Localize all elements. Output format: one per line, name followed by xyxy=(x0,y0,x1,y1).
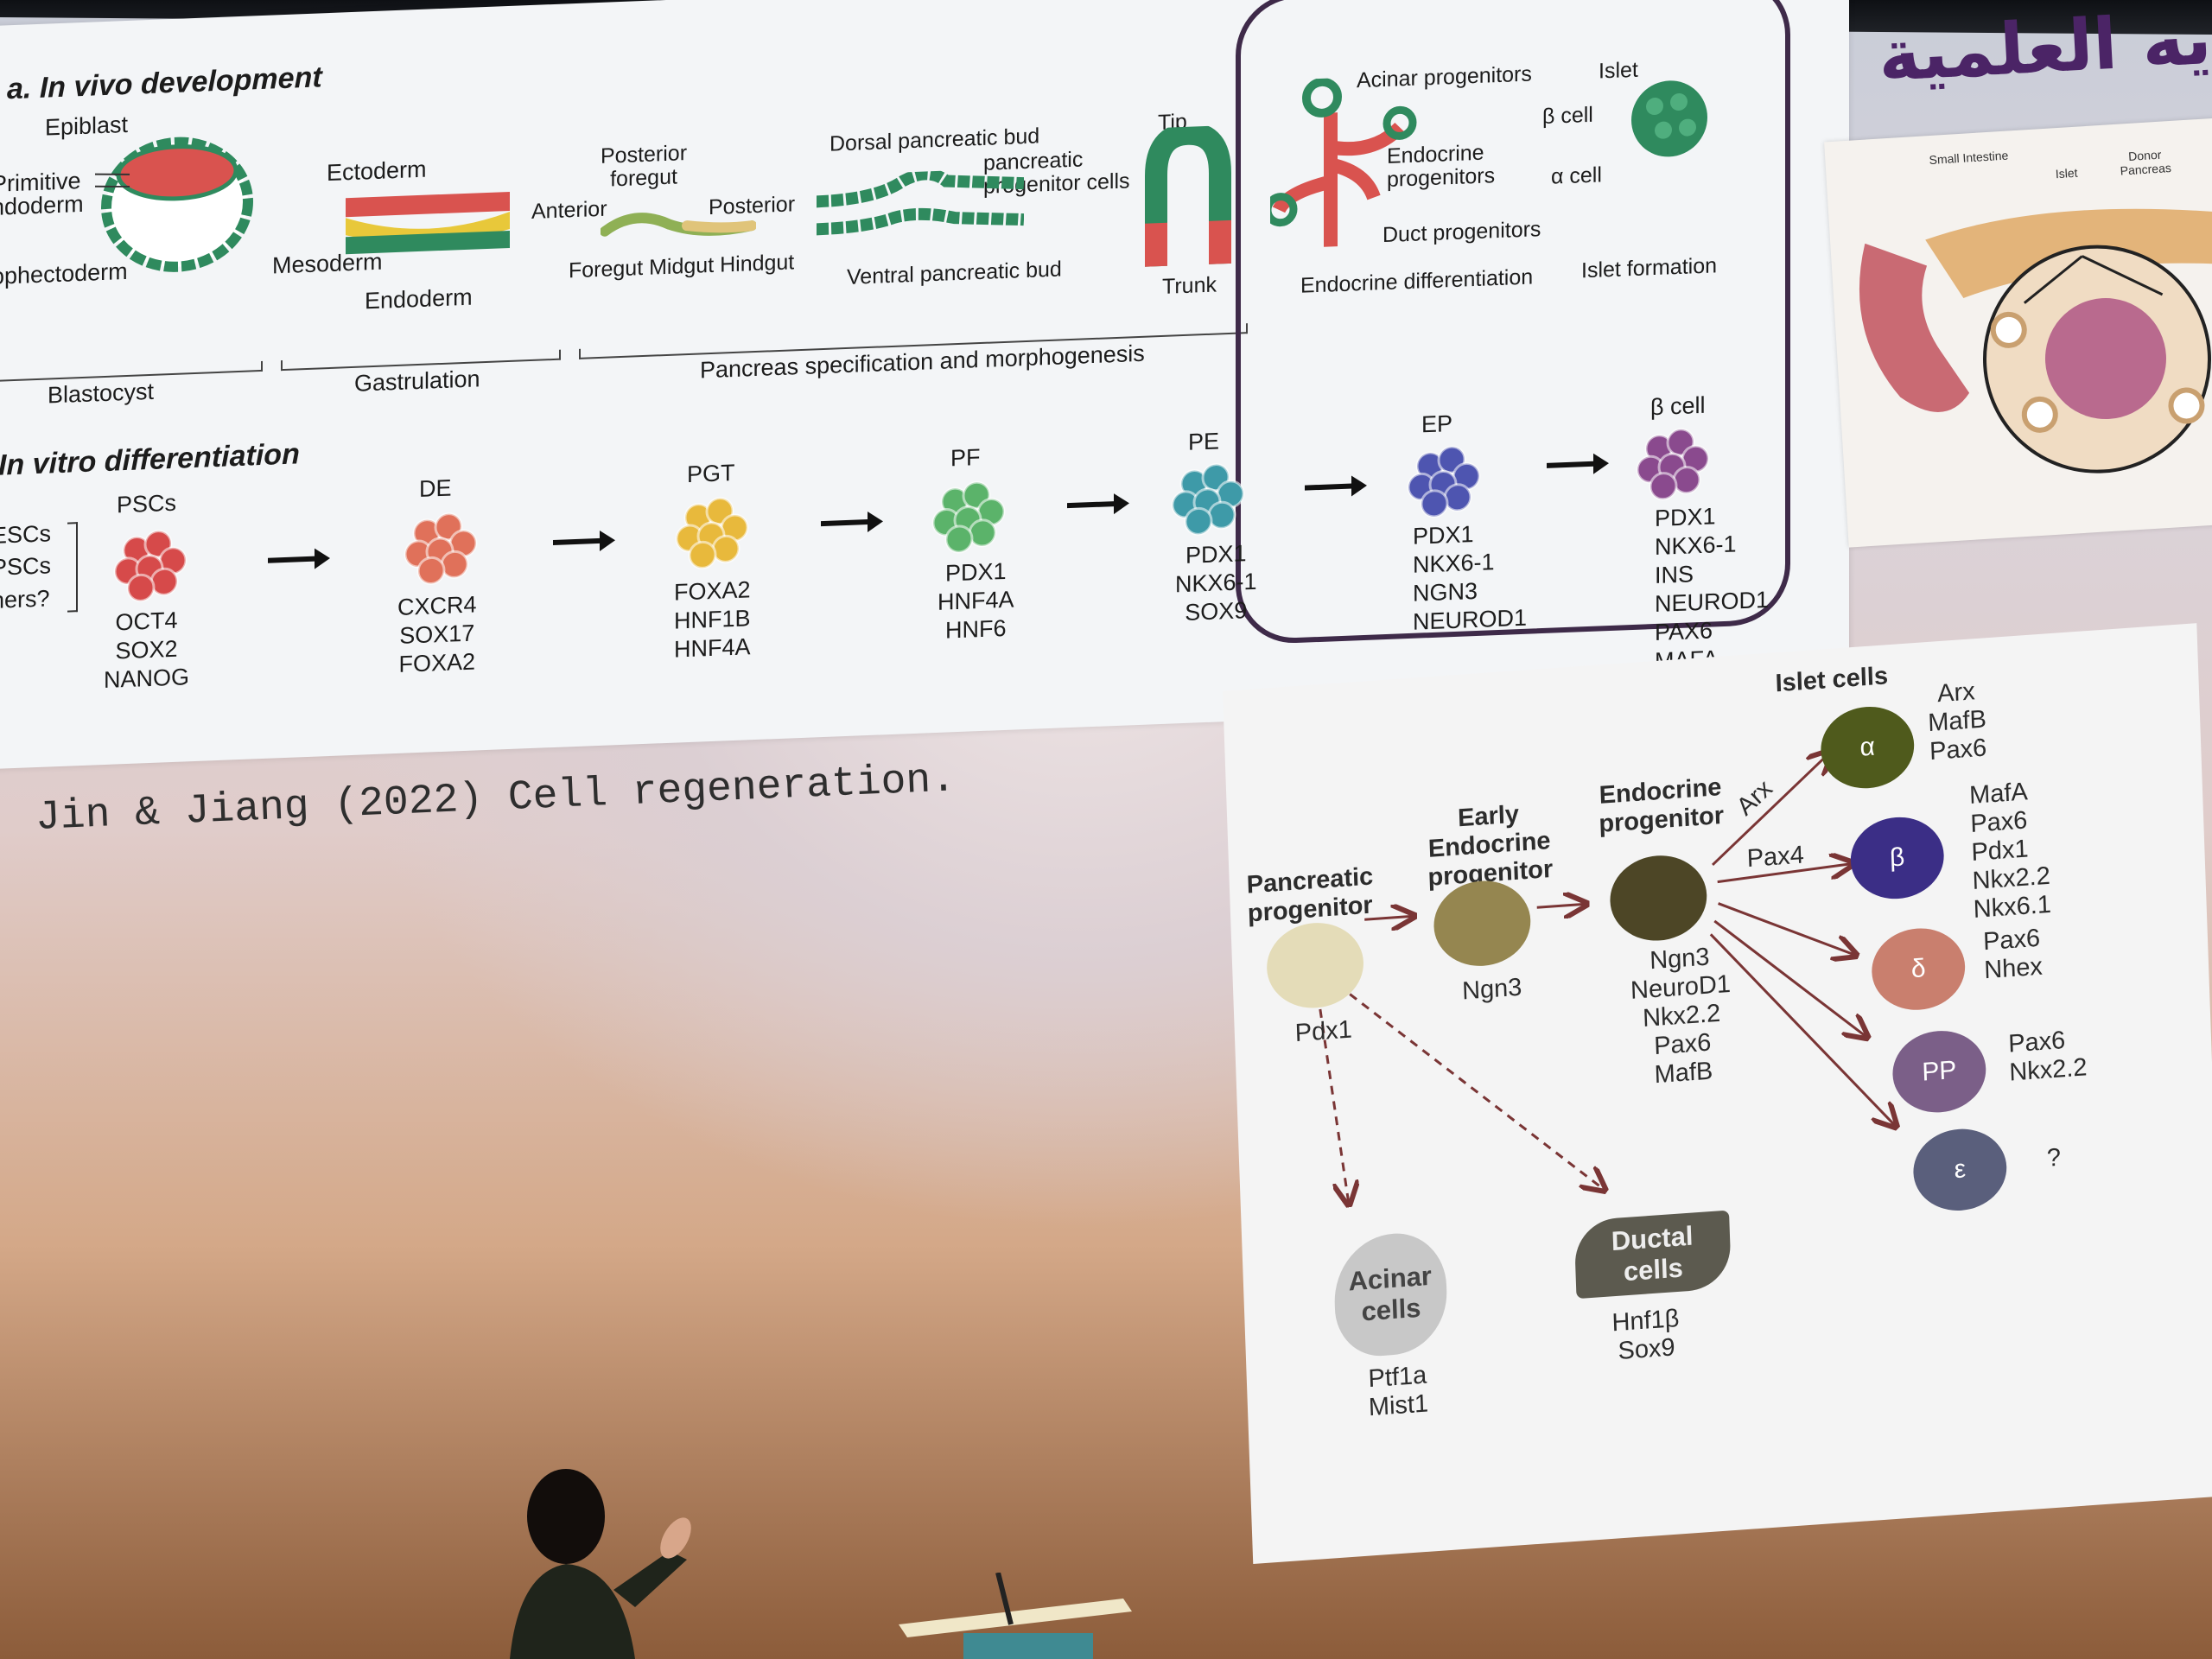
markers-de: CXCR4 SOX17 FOXA2 xyxy=(397,591,477,677)
stage-islet-formation: Islet formation xyxy=(1581,253,1718,283)
posterior-foregut-label: Posterior foregut xyxy=(601,141,688,192)
stage-gastrulation: Gastrulation xyxy=(354,365,480,397)
tip-trunk-illustration xyxy=(1145,124,1231,267)
anterior-label: Anterior xyxy=(531,196,607,224)
cluster-cell xyxy=(1443,483,1472,512)
gut-tube-illustration xyxy=(601,213,756,237)
in-vivo-in-vitro-figure: a. In vivo development Epiblast Primitiv… xyxy=(0,0,1849,769)
arrow-1 xyxy=(268,556,318,563)
pancreatic-progenitor-label: Pancreatic progenitor xyxy=(1246,862,1374,928)
endocrine-markers: Ngn3 NeuroD1 Nkx2.2 Pax6 MafB xyxy=(1630,943,1732,1090)
in-vivo-heading: In vivo development xyxy=(39,60,322,105)
delta-markers: Pax6 Nhex xyxy=(1982,924,2044,985)
arrow-2 xyxy=(553,537,603,546)
source-others: hers? xyxy=(0,585,50,613)
stage-blastocyst: Blastocyst xyxy=(48,378,155,409)
stage-name-beta: β cell xyxy=(1650,391,1706,421)
arrow-4 xyxy=(1067,500,1117,509)
islet-transplant-illustration: Small Intestine Islet Donor Pancreas xyxy=(1824,118,2212,548)
cluster-pe xyxy=(1171,463,1245,536)
gut-regions-label: Foregut Midgut Hindgut xyxy=(569,250,795,283)
ectoderm-label: Ectoderm xyxy=(327,156,427,187)
markers-pgt: FOXA2 HNF1B HNF4A xyxy=(674,576,751,663)
markers-pe: PDX1 NKX6-1 SOX9 xyxy=(1175,540,1257,626)
cluster-cell xyxy=(1672,466,1701,495)
alpha-markers: Arx MafB Pax6 xyxy=(1927,677,1987,766)
early-endocrine-label: Early Endocrine progenitor xyxy=(1427,800,1554,892)
pancreas-illustration xyxy=(1859,208,2212,474)
cluster-de xyxy=(404,512,478,585)
arabic-title: يه العلمية xyxy=(1876,0,2212,99)
markers-beta: PDX1 NKX6-1 INS NEUROD1 PAX6 MAFA xyxy=(1655,503,1770,674)
stage-name-pf: PF xyxy=(950,444,981,472)
mesoderm-label: Mesoderm xyxy=(272,248,383,279)
citation: Jin & Jiang (2022) Cell regeneration. xyxy=(35,756,957,842)
cluster-cell xyxy=(711,534,741,563)
stage-name-ep: EP xyxy=(1421,410,1453,438)
podium xyxy=(899,1573,1132,1659)
cluster-pf xyxy=(931,480,1006,554)
endocrine-tree-illustration xyxy=(1270,77,1417,247)
beta-cell-label: β cell xyxy=(1542,102,1593,130)
donor-pancreas-label: Donor Pancreas xyxy=(2120,147,2172,178)
acinar-markers: Ptf1a Mist1 xyxy=(1368,1361,1429,1422)
pancreatic-buds-illustration xyxy=(817,168,1024,236)
stage-name-de: DE xyxy=(419,474,452,502)
beta-markers: MafA Pax6 Pdx1 Nkx2.2 Nkx6.1 xyxy=(1968,778,2052,925)
in-vitro-heading: In vitro differentiation xyxy=(0,437,300,482)
endoderm-gastrula-label: Endoderm xyxy=(365,283,473,315)
source-escs: ESCs xyxy=(0,520,52,549)
markers-ep: PDX1 NKX6-1 NGN3 NEUROD1 xyxy=(1413,521,1528,635)
cluster-cell xyxy=(149,567,179,596)
cluster-cell xyxy=(126,573,156,602)
cluster-ep xyxy=(1407,445,1481,518)
source-pscs: PSCs xyxy=(0,552,52,581)
cluster-cell xyxy=(1420,489,1449,518)
gastrulation-illustration xyxy=(346,191,510,255)
islet-illustration xyxy=(1631,80,1707,157)
source-bracket xyxy=(67,522,78,613)
trunk-label: Trunk xyxy=(1162,272,1217,299)
cluster-cell xyxy=(1207,500,1236,530)
cluster-cell xyxy=(1184,506,1213,536)
blastocyst-illustration xyxy=(95,137,253,272)
markers-pscs: OCT4 SOX2 NANOG xyxy=(104,607,190,694)
ductal-markers: Hnf1β Sox9 xyxy=(1611,1304,1680,1365)
ngn3-label: Ngn3 xyxy=(1461,973,1522,1006)
cluster-cell xyxy=(968,518,997,548)
islet-lineage-figure: Pancreatic progenitor Pdx1 Early Endocri… xyxy=(1223,623,2212,1564)
epsilon-markers: ? xyxy=(2046,1143,2062,1173)
islet-illus-label: Islet xyxy=(2055,165,2078,181)
cluster-pscs xyxy=(113,530,188,602)
cluster-cell xyxy=(688,540,717,569)
speaker-silhouette xyxy=(510,1469,691,1659)
markers-pf: PDX1 HNF4A HNF6 xyxy=(938,557,1014,644)
alpha-cell-label: α cell xyxy=(1551,162,1602,189)
endoderm-label: ndoderm xyxy=(0,190,84,220)
cluster-cell xyxy=(416,556,446,585)
stage-name-pscs: PSCs xyxy=(117,489,177,518)
endocrine-progenitors-label: Endocrine progenitors xyxy=(1387,140,1496,192)
arrow-pax4-label: Pax4 xyxy=(1746,841,1805,874)
lineage-arrows xyxy=(1319,623,2212,1564)
pdx1-label: Pdx1 xyxy=(1294,1015,1353,1048)
cluster-beta xyxy=(1636,428,1710,501)
cluster-cell xyxy=(440,550,469,579)
stage-name-pe: PE xyxy=(1188,428,1220,455)
cluster-cell xyxy=(944,524,974,554)
arrow-3 xyxy=(821,518,871,527)
cluster-cell xyxy=(1649,472,1678,501)
ventral-bud-label: Ventral pancreatic bud xyxy=(847,257,1062,289)
pp-markers: Pax6 Nkx2.2 xyxy=(2007,1026,2088,1087)
endocrine-progenitor-label: Endocrine progenitor xyxy=(1598,773,1725,839)
stage-name-pgt: PGT xyxy=(687,459,735,488)
cluster-pgt xyxy=(675,497,749,569)
